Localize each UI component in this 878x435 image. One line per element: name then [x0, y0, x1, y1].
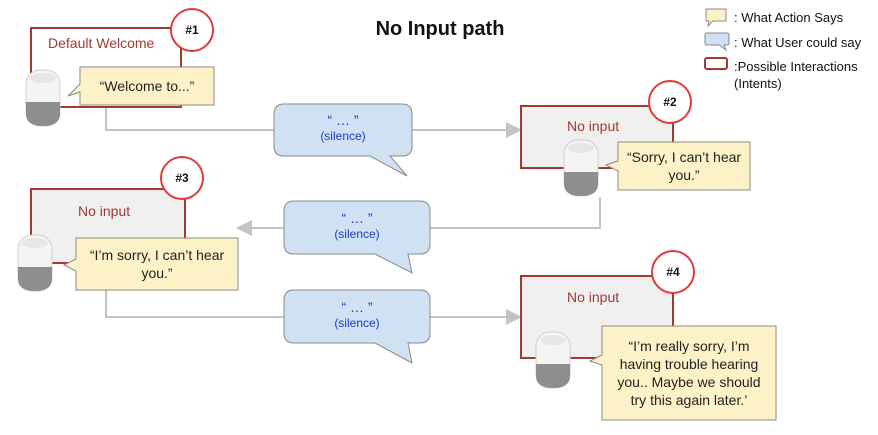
intent-label-3: No input — [78, 203, 131, 219]
step-badge-4: #4 — [651, 250, 695, 294]
diagram-title: No Input path — [375, 18, 505, 40]
legend-intent-icon — [704, 57, 728, 70]
user-says-1-text: (silence) — [320, 129, 366, 143]
legend-action-label: : What Action Says — [734, 10, 844, 25]
google-home-speaker-icon — [563, 139, 599, 197]
legend-intent-label: :Possible Interactions (Intents) — [734, 59, 858, 91]
step-badge-2: #2 — [648, 80, 692, 124]
step-badge-3: #3 — [160, 156, 204, 200]
user-says-3: “ … ” (silence) — [284, 299, 430, 331]
google-home-speaker-icon — [25, 69, 61, 127]
action-bubble-shape-4 — [588, 325, 777, 421]
user-says-3-text: (silence) — [334, 316, 380, 330]
google-home-speaker-icon — [17, 234, 53, 292]
action-says-4: “I’m really sorry, I’m having trouble he… — [617, 338, 761, 408]
action-says-3: “I’m sorry, I can’t hear you.” — [89, 247, 225, 281]
action-bubble-shape-3 — [62, 237, 239, 291]
user-bubble-shape-2 — [283, 200, 431, 274]
action-bubble-shape-1 — [67, 66, 215, 106]
user-says-2-dots: “ … ” — [341, 210, 373, 226]
action-bubble-shape-2 — [604, 141, 751, 191]
google-home-speaker-icon — [535, 331, 571, 389]
action-says-1: “Welcome to...” — [99, 78, 195, 94]
user-bubble-shape-1 — [273, 103, 413, 177]
action-says-2: “Sorry, I can’t hear you.” — [626, 149, 742, 183]
legend-user-icon — [704, 32, 730, 52]
user-bubble-shape-3 — [283, 289, 431, 364]
user-says-3-dots: “ … ” — [341, 299, 373, 315]
user-says-1: “ … ” (silence) — [274, 112, 412, 144]
legend-user-label: : What User could say — [734, 35, 862, 50]
user-says-1-dots: “ … ” — [327, 112, 359, 128]
user-says-2: “ … ” (silence) — [284, 210, 430, 242]
intent-label-1: Default Welcome — [48, 35, 155, 51]
intent-label-2: No input — [567, 118, 620, 134]
legend-action-icon — [705, 8, 727, 28]
user-says-2-text: (silence) — [334, 227, 380, 241]
intent-label-4: No input — [567, 289, 620, 305]
step-badge-1: #1 — [170, 8, 214, 52]
